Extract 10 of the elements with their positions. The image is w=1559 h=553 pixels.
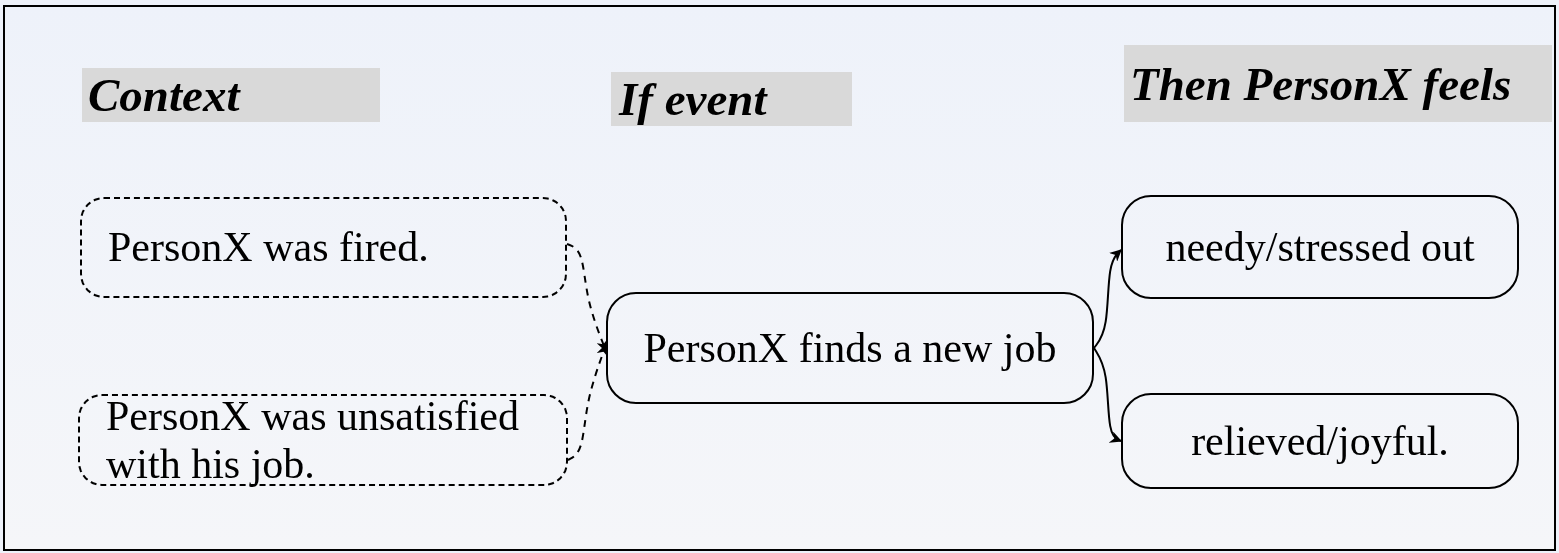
context-box: PersonX was fired. [80,197,567,298]
column-header: Context [82,68,380,122]
arrow [1093,347,1123,443]
context-box: PersonX was unsatisfied with his job. [78,394,568,486]
arrow [1093,249,1122,349]
feeling-box: relieved/joyful. [1121,393,1519,489]
column-header: If event [611,72,852,126]
event-box: PersonX finds a new job [606,292,1094,404]
feeling-box: needy/stressed out [1121,195,1519,299]
column-header: Then PersonX feels [1124,45,1552,122]
